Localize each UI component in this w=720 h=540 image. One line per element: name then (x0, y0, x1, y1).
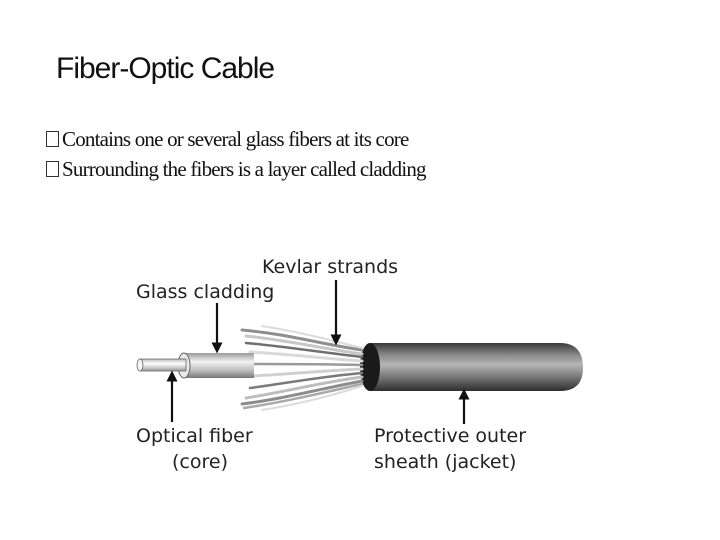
bullet-item: Surrounding the fibers is a layer called… (46, 154, 427, 184)
cladding-label: Glass cladding (136, 281, 274, 303)
bullet-marker-icon (46, 131, 59, 147)
bullet-item: Contains one or several glass fibers at … (46, 124, 426, 154)
fiber-label-line2: (core) (172, 451, 228, 473)
sheath-label-line1: Protective outer (374, 425, 526, 447)
slide-title: Fiber-Optic Cable (56, 52, 275, 85)
bullet-marker-icon (46, 161, 59, 177)
sheath-label-line2: sheath (jacket) (374, 451, 516, 473)
kevlar-strands (240, 325, 364, 411)
kevlar-label: Kevlar strands (262, 256, 398, 278)
bullet-list: Contains one or several glass fibers at … (46, 124, 427, 184)
glass-cladding (177, 352, 254, 379)
bullet-text: Surrounding the fibers is a layer called… (62, 156, 427, 181)
bullet-text: Contains one or several glass fibers at … (62, 126, 409, 151)
protective-sheath (360, 343, 583, 391)
fiber-label-line1: Optical fiber (136, 425, 253, 447)
optical-fiber-core (136, 358, 187, 372)
